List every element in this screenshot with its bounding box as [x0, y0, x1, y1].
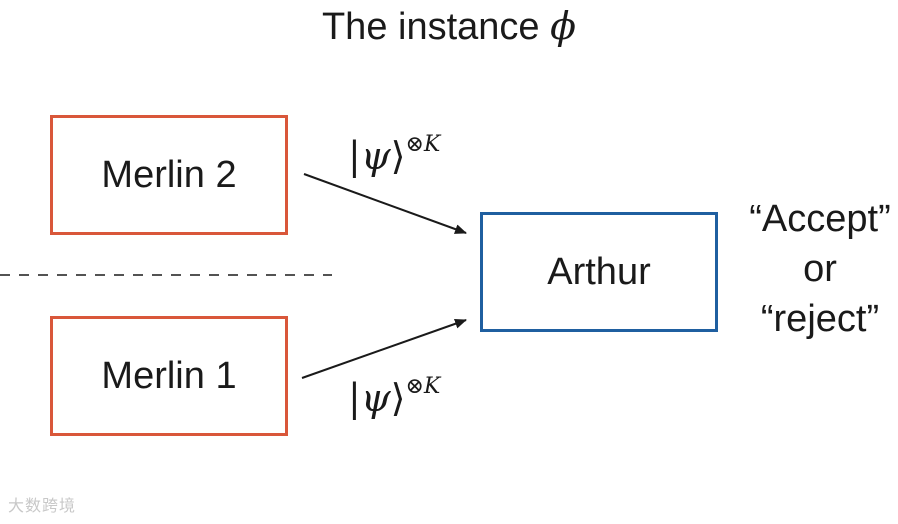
arrow-merlin2-to-arthur [303, 173, 467, 234]
state-label-bottom: |ψ⟩⊗K [348, 374, 440, 420]
arthur-box: Arthur [480, 212, 718, 332]
tensor-power: ⊗K [405, 132, 440, 157]
psi-symbol: ψ [360, 376, 391, 420]
tensor-power: ⊗K [405, 374, 440, 399]
tensor-symbol: ⊗ [405, 132, 424, 157]
state-label-top: |ψ⟩⊗K [348, 132, 440, 178]
power-k: K [423, 374, 441, 399]
output-or: or [803, 248, 837, 290]
ket-close: ⟩ [390, 376, 406, 420]
tensor-symbol: ⊗ [405, 374, 424, 399]
merlin-2-box: Merlin 2 [50, 115, 288, 235]
arrow-merlin1-to-arthur [301, 318, 467, 379]
merlin-2-label: Merlin 2 [101, 153, 237, 196]
arthur-output: “Accept” or “reject” [730, 194, 898, 344]
arthur-label: Arthur [547, 250, 651, 293]
ket-open: | [348, 376, 361, 420]
watermark-logo: 大数跨境 [8, 492, 76, 516]
power-k: K [423, 132, 441, 157]
watermark-text: 大数跨境 [8, 498, 77, 515]
title-phi-symbol: ϕ [550, 4, 577, 48]
ket-open: | [348, 134, 361, 178]
psi-symbol: ψ [360, 134, 391, 178]
output-reject: “reject” [760, 298, 880, 340]
merlin-1-box: Merlin 1 [50, 316, 288, 436]
ket-close: ⟩ [390, 134, 406, 178]
merlin-1-label: Merlin 1 [101, 354, 237, 397]
diagram-title: The instance ϕ [0, 4, 898, 49]
output-accept: “Accept” [749, 198, 891, 240]
title-text: The instance [321, 6, 540, 48]
